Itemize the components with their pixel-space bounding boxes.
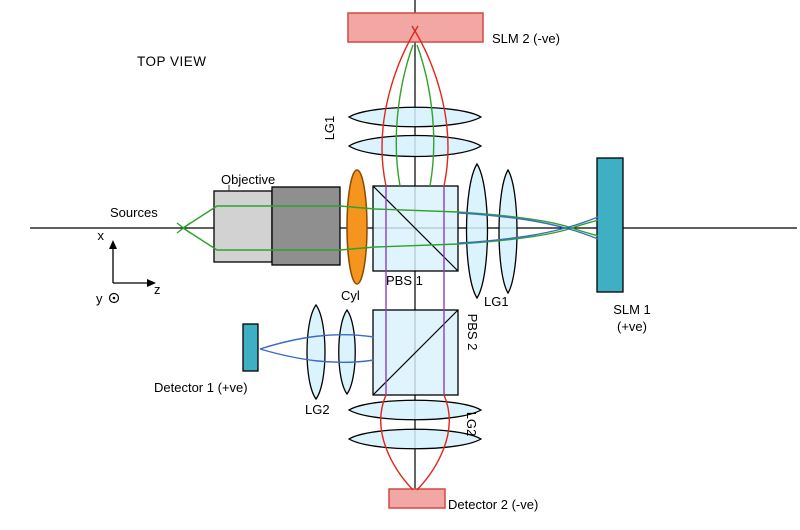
- green-ray-up-right: [416, 44, 435, 187]
- lg1-top-label: LG1: [322, 116, 337, 141]
- lg2-left-lens-2: [338, 308, 356, 396]
- red-ray-bottom-left: [380, 394, 414, 491]
- component-labels: TOP VIEW SLM 2 (-ve) LG1 Sources Objecti…: [110, 31, 651, 512]
- slm1-label-line1: SLM 1: [613, 302, 651, 317]
- green-ray-upper: [182, 205, 599, 237]
- purple-rays: [385, 186, 445, 395]
- z-axis-label: z: [154, 282, 161, 297]
- sources-label: Sources: [110, 205, 158, 220]
- lg2-left-label: LG2: [305, 402, 330, 417]
- objective-barrel: [271, 186, 341, 266]
- red-rays: [380, 25, 450, 491]
- y-axis-label: y: [96, 291, 103, 306]
- x-axis-arrowhead-icon: [109, 240, 117, 249]
- detector2-panel: [388, 488, 446, 509]
- green-rays: [176, 44, 599, 251]
- coordinate-frame: x z y: [96, 228, 161, 306]
- lg1-top-lens-2: [347, 134, 483, 158]
- detector1-panel: [242, 323, 259, 372]
- green-ray-up-left: [395, 44, 414, 187]
- slm1-panel: [596, 157, 624, 293]
- pbs2-label: PBS 2: [465, 314, 480, 351]
- green-ray-lower: [182, 219, 599, 251]
- detector2-label: Detector 2 (-ve): [448, 497, 538, 512]
- objective: [213, 185, 341, 266]
- lg2-bottom-lens-2: [347, 428, 483, 450]
- y-out-of-plane-icon: [108, 292, 120, 304]
- blue-ray-detector1-upper: [259, 333, 375, 350]
- slm2-panel: [347, 12, 484, 43]
- lg1-right-label: LG1: [484, 294, 509, 309]
- blue-ray-return-upper: [458, 216, 599, 244]
- red-ray-bottom-right: [416, 394, 450, 491]
- slm1-label-line2: (+ve): [617, 319, 647, 334]
- blue-ray-detector1-lower: [259, 348, 375, 364]
- red-ray-top-right: [411, 25, 449, 187]
- slm2-label: SLM 2 (-ve): [492, 31, 560, 46]
- lg2-bottom-lens-1: [347, 399, 483, 421]
- lg2-bottom-label: LG2: [464, 412, 479, 437]
- objective-lens-block: [213, 190, 273, 263]
- lg1-right-lens-2: [498, 168, 518, 295]
- cylindrical-lens: [346, 169, 368, 285]
- red-ray-top-left: [381, 25, 419, 187]
- cyl-label: Cyl: [341, 288, 360, 303]
- pbs1-label: PBS 1: [386, 273, 423, 288]
- objective-label: Objective: [221, 172, 275, 187]
- modulators-detectors: [242, 12, 624, 509]
- z-axis-arrowhead-icon: [147, 279, 156, 287]
- blue-rays: [259, 212, 599, 364]
- blue-ray-return-lower: [458, 212, 599, 240]
- lg1-right-lens-1: [465, 162, 489, 300]
- lg2-left-lens-1: [306, 303, 326, 401]
- y-out-of-plane-dot-icon: [112, 296, 116, 300]
- detector1-label: Detector 1 (+ve): [154, 380, 248, 395]
- x-axis-label: x: [98, 228, 105, 243]
- lg1-top-lens-1: [347, 106, 483, 128]
- view-title: TOP VIEW: [137, 54, 207, 69]
